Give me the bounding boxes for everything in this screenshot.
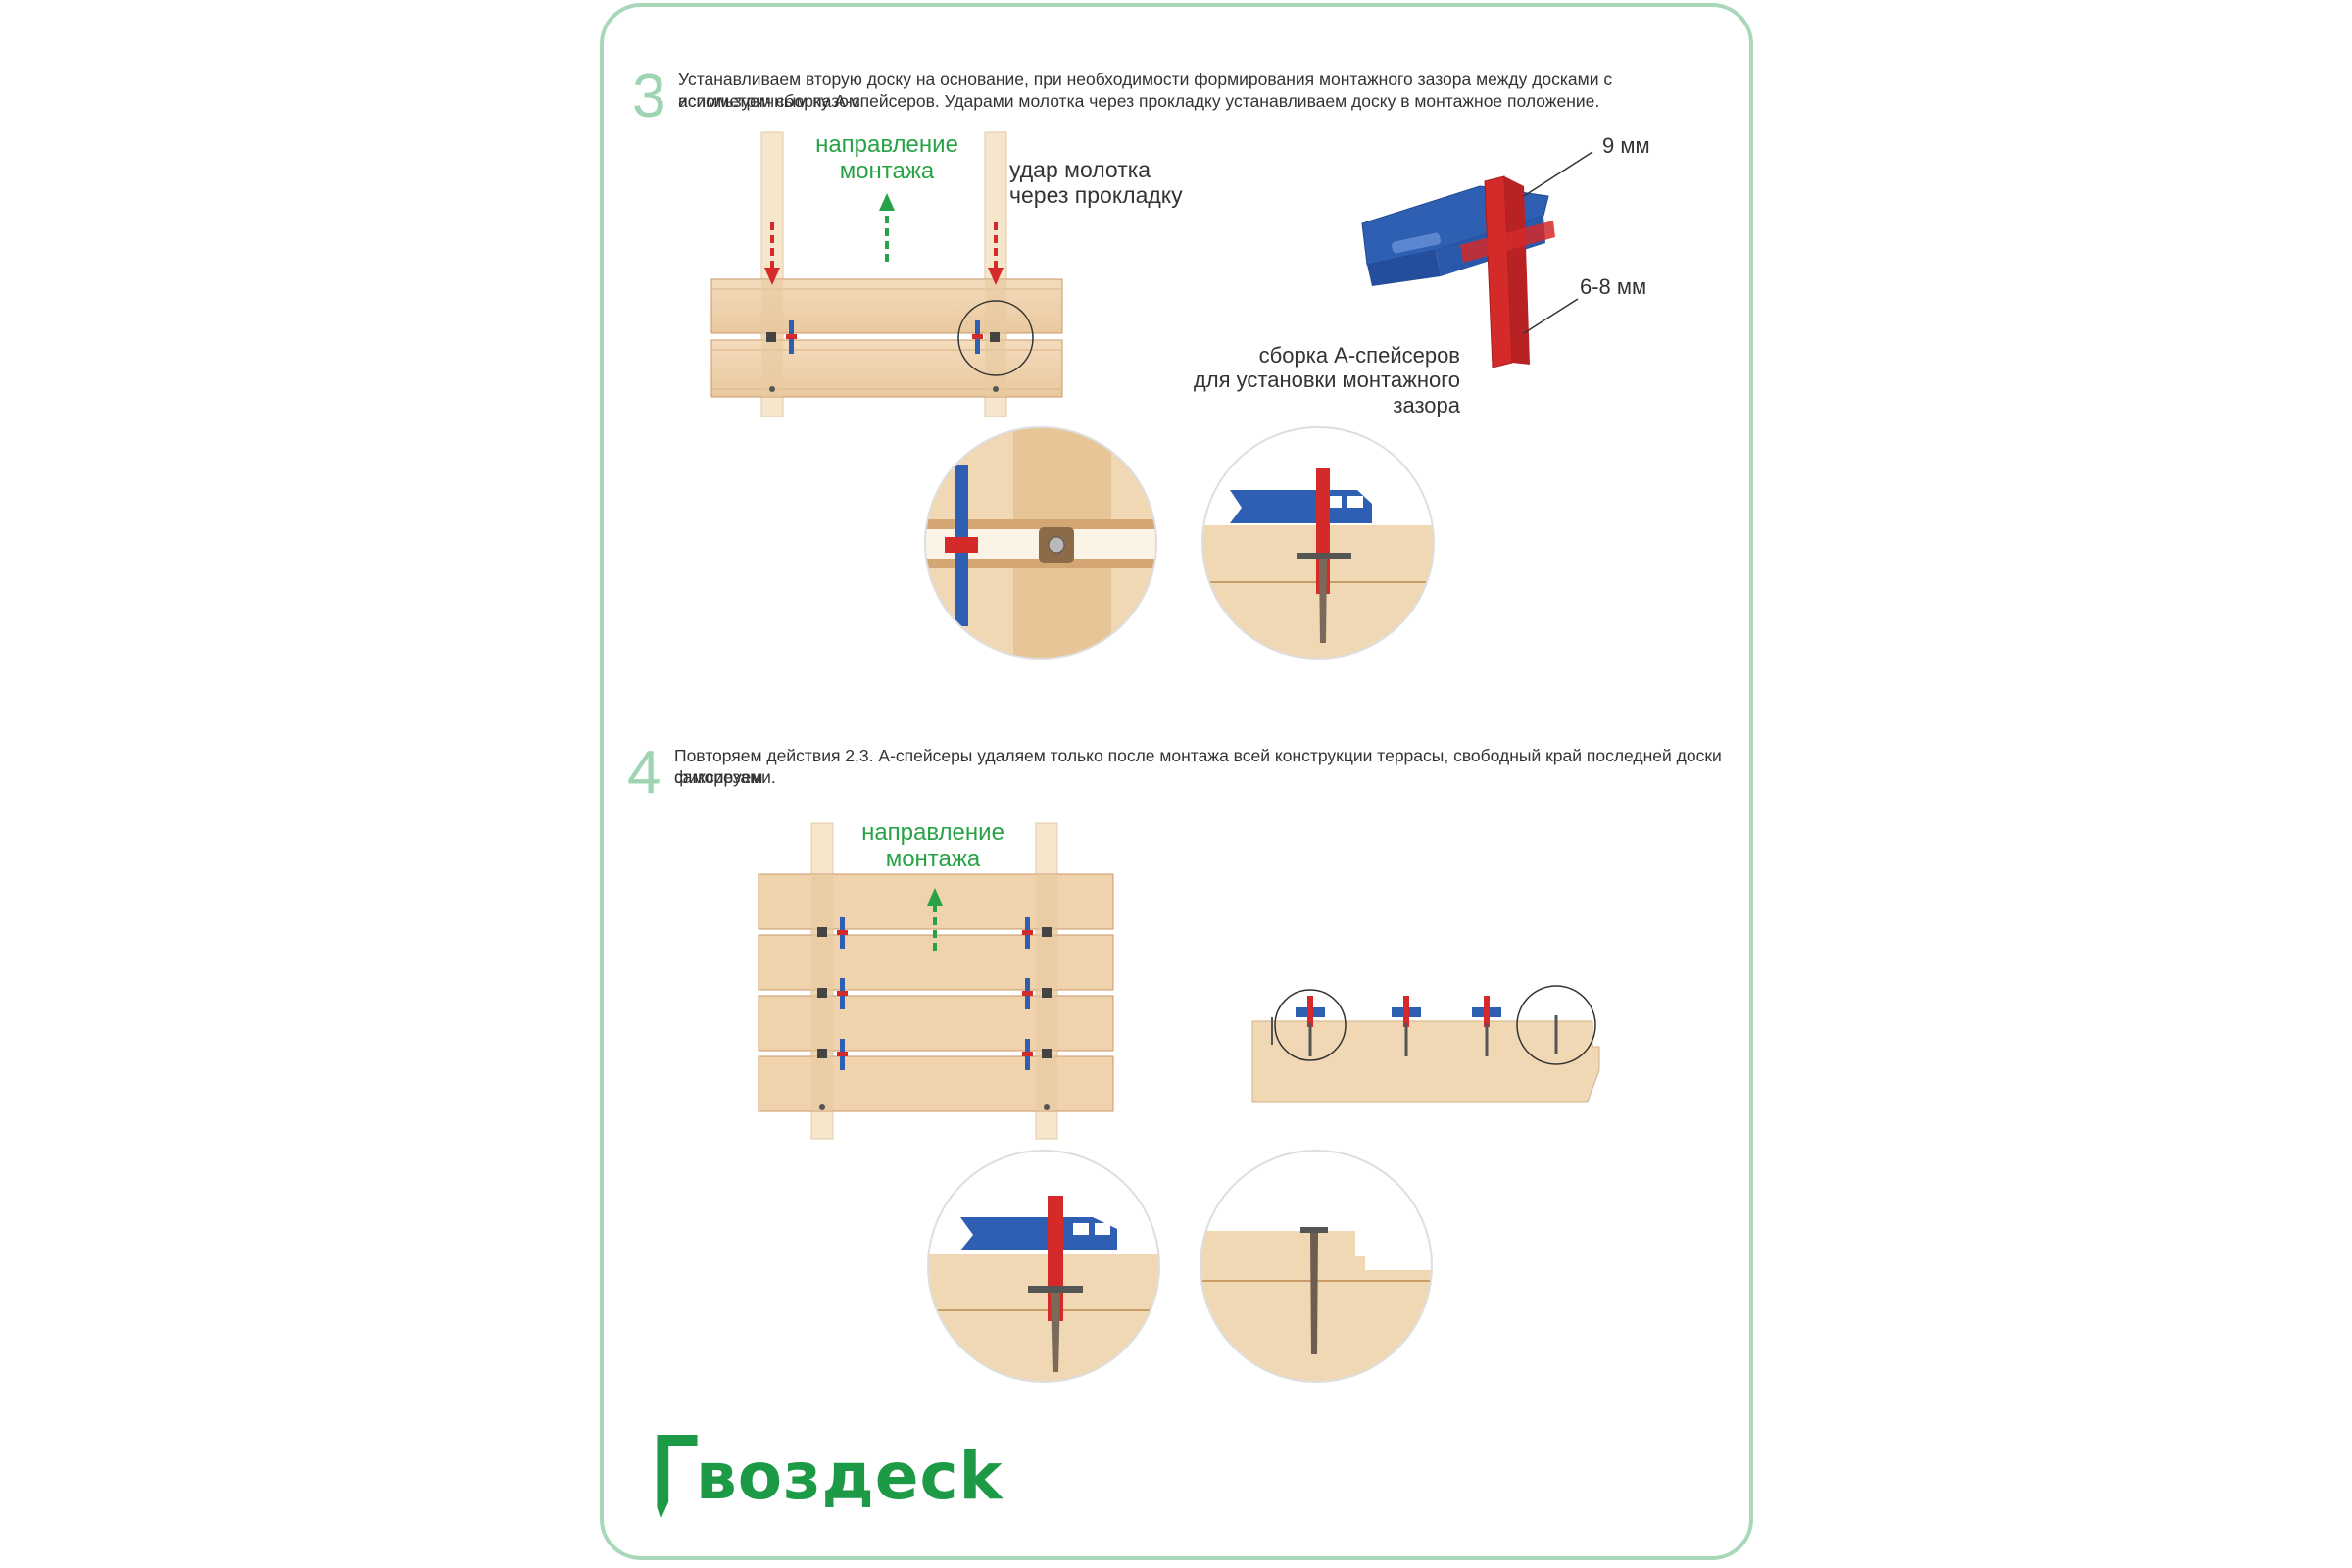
step-3-direction-label: направление монтажа [799,131,975,184]
direction-arrow-up-icon [879,193,895,211]
step-4-text-line-2: саморезами. [674,767,776,787]
step-3-detail-top-view [924,426,1157,660]
instruction-card [600,3,1753,1560]
dimension-9mm: 9 мм [1602,133,1650,158]
spacer-assembly-illustration [1361,175,1555,368]
profile-circle-marker-left [1274,989,1347,1061]
step-3-direction-line-2: монтажа [839,158,935,184]
step-4-direction-line-2: монтажа [885,846,981,872]
hammer-arrow-left-icon [764,268,780,285]
step-4-detail-spacer-view [927,1150,1160,1383]
hammer-label-line-1: удар молотка [1009,157,1152,182]
detail-circle-marker [957,300,1034,376]
profile-circle-marker-right [1516,985,1596,1065]
step-3-number: 3 [632,63,666,130]
step-3-text-line-1: Устанавливаем вторую доску на основание,… [678,70,1613,111]
clip-right [990,332,1000,342]
step-3-detail-side-view [1201,426,1435,660]
step-4-direction-arrow-up-icon [927,888,943,906]
step-3-direction-line-1: направление [815,131,958,158]
dimension-leader-lines [1523,151,1593,334]
spacer-label-line-2: для установки монтажного зазора [1193,368,1460,417]
hammer-label: удар молотка через прокладку [1009,157,1183,209]
step-4-deck-diagram [758,822,1114,1140]
step-3-deck-diagram [710,131,1063,417]
step-4-text-line-1: Повторяем действия 2,3. А-спейсеры удаля… [674,746,1722,787]
dimension-6-8mm: 6-8 мм [1580,274,1647,299]
brand-logo-text: воздеck [696,1439,1004,1514]
brand-logo-icon [657,1434,698,1520]
spacer-label-line-1: сборка А-спейсеров [1258,343,1460,368]
step-4-detail-screw-view [1200,1150,1433,1383]
step-4-side-profile [1251,985,1600,1102]
hammer-arrow-right-icon [988,268,1004,285]
step-4-number: 4 [627,739,662,807]
step-4-direction-line-1: направление [861,819,1004,846]
step-4-direction-label: направление монтажа [845,819,1021,872]
hammer-label-line-2: через прокладку [1009,182,1183,209]
step-3-text-line-2: используем сборку А-спейсеров. Ударами м… [678,91,1600,111]
spacer-assembly-label: сборка А-спейсеров для установки монтажн… [1137,343,1460,417]
clip-left [766,332,776,342]
